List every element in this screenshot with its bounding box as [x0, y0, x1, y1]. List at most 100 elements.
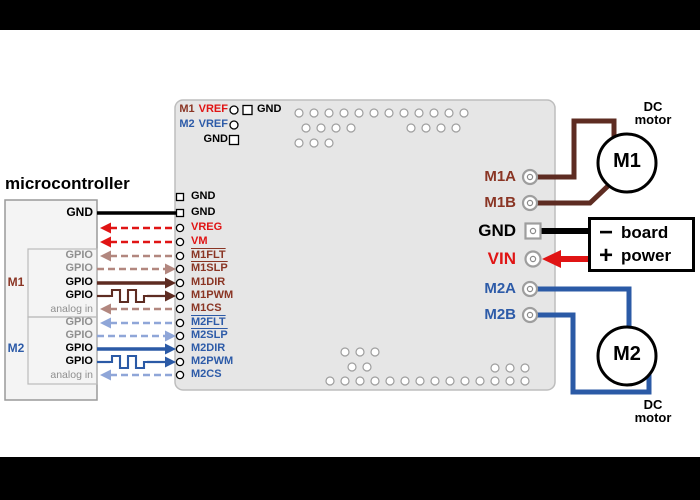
micro-pin-analog-in: analog in — [50, 369, 93, 381]
hole — [459, 108, 469, 118]
gnd-pin-square-icon — [175, 208, 185, 218]
hole — [316, 123, 326, 133]
pin-label-m1flt: M1FLT — [191, 249, 226, 261]
micro-pin-gnd: GND — [66, 205, 93, 219]
pin-circle-icon — [175, 331, 185, 341]
m1slp-arrowhead-icon — [165, 263, 176, 275]
m2slp-arrowhead-icon — [165, 330, 176, 342]
micro-pin-gpio: GPIO — [65, 329, 93, 341]
m2a-pad-hole — [526, 285, 534, 293]
vref-label: VREF — [198, 103, 228, 115]
hole — [339, 108, 349, 118]
micro-pin-gpio: GPIO — [65, 276, 93, 288]
pin-circle-icon — [175, 237, 185, 247]
hole — [354, 108, 364, 118]
vin-arrowhead-icon — [542, 250, 561, 268]
pcb-board — [174, 99, 556, 391]
gnd-pad-hole — [529, 227, 537, 235]
pin-label-m2a: M2A — [484, 280, 516, 297]
micro-pin-gpio: GPIO — [65, 289, 93, 301]
pin-label-m1a: M1A — [484, 168, 516, 185]
pin-label-m1cs: M1CS — [191, 302, 222, 314]
micro-pin-gpio: GPIO — [65, 342, 93, 354]
hole — [294, 108, 304, 118]
vm-arrowhead-icon — [100, 236, 111, 248]
hole — [324, 108, 334, 118]
gnd-pin-square-icon — [242, 104, 253, 116]
hole — [331, 123, 341, 133]
m1b-motor-wire — [535, 182, 612, 206]
hole — [414, 108, 424, 118]
hole — [370, 347, 380, 357]
hole — [436, 123, 446, 133]
pin-circle-icon — [175, 291, 185, 301]
micro-m2-group-label: M2 — [7, 341, 25, 355]
pin-label-m2slp: M2SLP — [191, 329, 228, 341]
micro-pin-analog-in: analog in — [50, 303, 93, 315]
hole — [370, 376, 380, 386]
hole — [505, 363, 515, 373]
m2a-motor-wire — [535, 286, 632, 331]
hole — [301, 123, 311, 133]
m2dir-arrowhead-icon — [165, 343, 176, 355]
hole — [362, 362, 372, 372]
hole — [309, 108, 319, 118]
dc-motor-top-label: DC motor — [626, 100, 680, 126]
hole — [490, 363, 500, 373]
pin-label-m1pwm: M1PWM — [191, 289, 234, 301]
gnd-pin-square-icon — [175, 192, 185, 202]
m2b-motor-wire — [535, 312, 652, 395]
vreg-arrowhead-icon — [100, 222, 111, 234]
pin-circle-icon — [175, 318, 185, 328]
power-motor-wires — [535, 118, 652, 395]
pin-label-m1b: M1B — [484, 194, 516, 211]
dc-motor-bottom-label: DC motor — [626, 398, 680, 424]
m1-motor-circle — [596, 132, 658, 194]
hole — [444, 108, 454, 118]
pin-circle-icon — [175, 278, 185, 288]
pin-circle-icon — [175, 304, 185, 314]
hole — [430, 376, 440, 386]
pin-label-m2cs: M2CS — [191, 368, 222, 380]
hole — [520, 363, 530, 373]
m2b-pad-hole — [526, 311, 534, 319]
pin-label-gnd-2: GND — [191, 206, 216, 218]
hole — [445, 376, 455, 386]
micro-pin-gpio: GPIO — [65, 355, 93, 367]
board-left-pin-symbols — [175, 192, 185, 380]
power-word-power: power — [621, 246, 672, 265]
m2-motor-label: M2 — [613, 343, 641, 365]
hole — [406, 123, 416, 133]
hole — [324, 138, 334, 148]
hole — [475, 376, 485, 386]
hole — [451, 123, 461, 133]
hole — [490, 376, 500, 386]
pin-label-m1slp: M1SLP — [191, 262, 228, 274]
hole — [384, 108, 394, 118]
minus-icon: − — [598, 219, 613, 246]
pin-label-m2b: M2B — [484, 306, 516, 323]
m1flt-arrowhead-icon — [100, 250, 111, 262]
m2pwm-arrowhead-icon — [165, 356, 176, 368]
m2flt-arrowhead-icon — [100, 317, 111, 329]
pin-circle-icon — [175, 264, 185, 274]
vref-pin-symbols — [228, 104, 253, 146]
hole — [346, 123, 356, 133]
hole — [520, 376, 530, 386]
hole — [325, 376, 335, 386]
m1a-motor-wire — [535, 118, 617, 180]
microcontroller-box — [4, 199, 98, 401]
hole — [415, 376, 425, 386]
pin-label-m1dir: M1DIR — [191, 276, 226, 288]
pin-circle-icon — [175, 223, 185, 233]
hole — [385, 376, 395, 386]
power-minus-row: − board — [591, 219, 692, 246]
m1pwm-waveform-icon — [110, 288, 147, 304]
hole — [460, 376, 470, 386]
hole — [505, 376, 515, 386]
microcontroller-title: microcontroller — [5, 174, 130, 193]
vref-row3-gnd: GND — [203, 133, 228, 145]
